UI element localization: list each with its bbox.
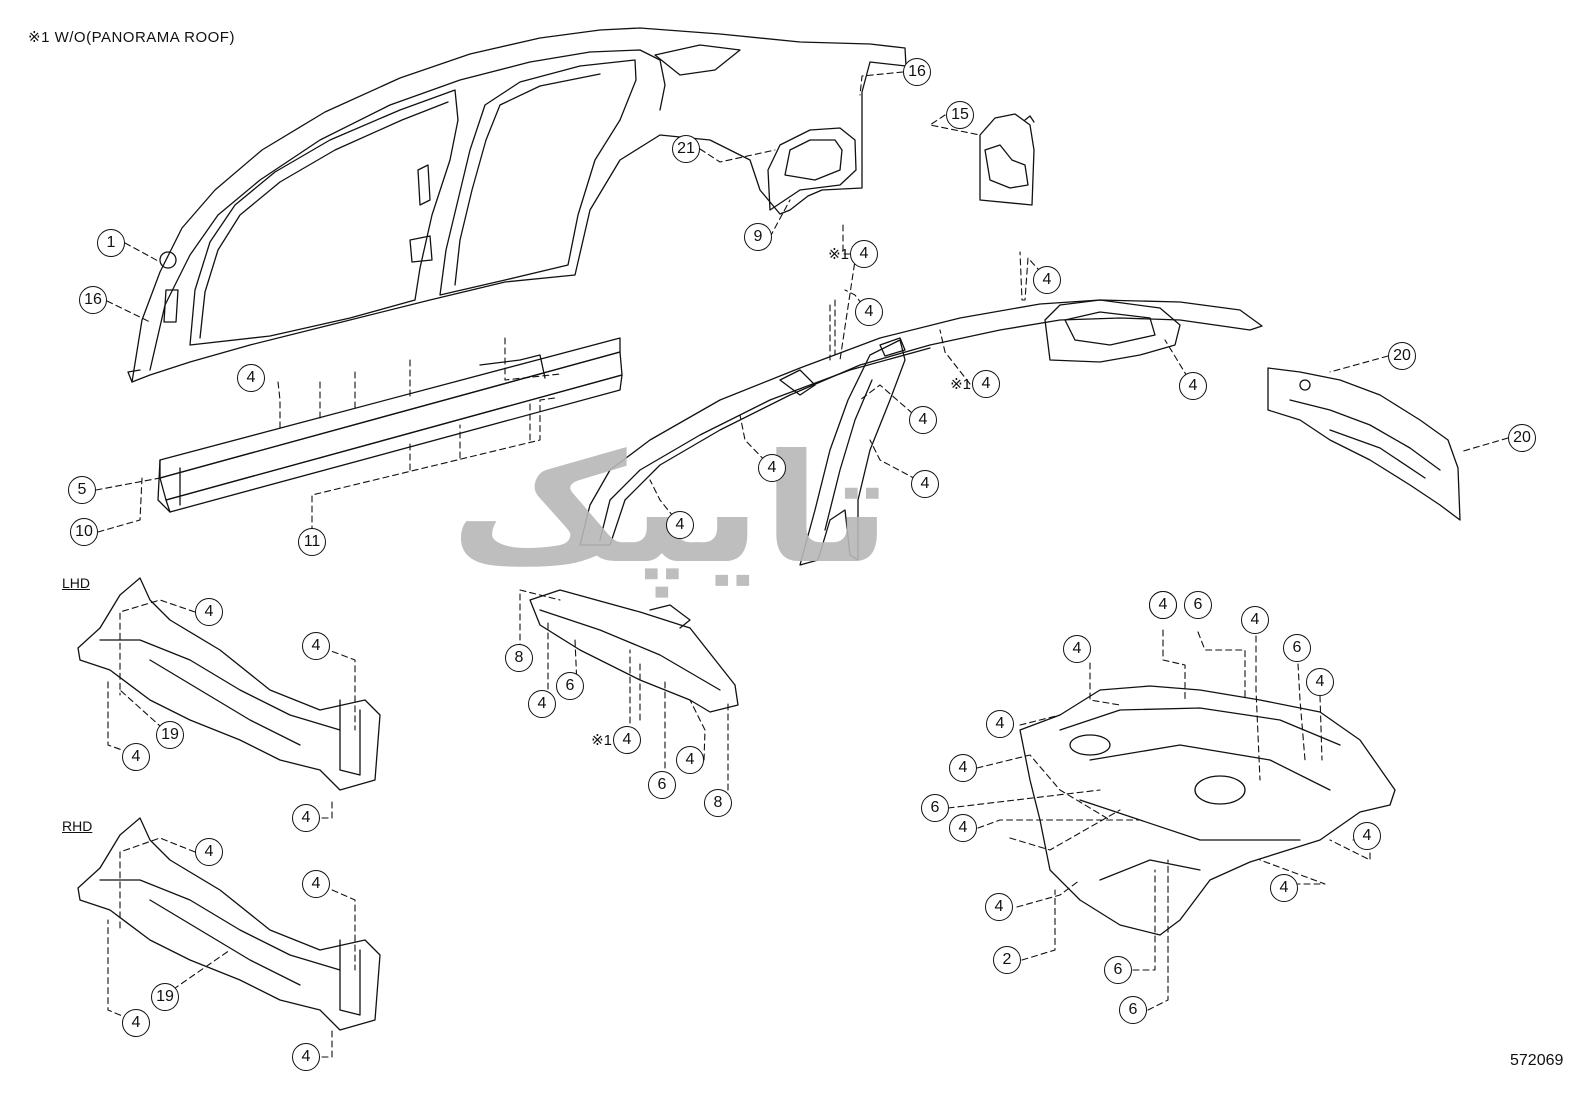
callout-part-4[interactable]: 4 xyxy=(911,470,939,498)
callout-part-4[interactable]: 4 xyxy=(195,838,223,866)
callout-part-19[interactable]: 19 xyxy=(156,721,184,749)
rear-extension-panel xyxy=(1267,367,1461,521)
callout-part-4[interactable]: 4 xyxy=(195,598,223,626)
section-label-lhd: LHD xyxy=(62,575,91,591)
callout-part-4[interactable]: 4 xyxy=(1063,635,1091,663)
callout-star-marker: ※1 xyxy=(950,376,971,393)
callout-part-6[interactable]: 6 xyxy=(556,672,584,700)
callout-part-4[interactable]: 4 xyxy=(122,743,150,771)
dash-crossmember xyxy=(529,589,739,713)
callout-part-2[interactable]: 2 xyxy=(993,946,1021,974)
callout-part-4[interactable]: 4 xyxy=(302,870,330,898)
callout-part-4[interactable]: 4 xyxy=(676,746,704,774)
callout-part-16[interactable]: 16 xyxy=(79,286,107,314)
callout-part-9[interactable]: 9 xyxy=(744,223,772,251)
wheelhouse-inner xyxy=(979,113,1035,206)
callout-part-4[interactable]: 4 xyxy=(1149,591,1177,619)
callout-part-4[interactable]: 4 xyxy=(666,511,694,539)
callout-part-4[interactable]: 4 xyxy=(1306,668,1334,696)
callout-part-4[interactable]: 4 xyxy=(613,726,641,754)
callout-star-marker: ※1 xyxy=(591,732,612,749)
callout-part-6[interactable]: 6 xyxy=(1283,634,1311,662)
callout-part-4[interactable]: 4 xyxy=(1270,874,1298,902)
callout-part-10[interactable]: 10 xyxy=(70,518,98,546)
side-panel-outer xyxy=(127,27,907,383)
callout-part-4[interactable]: 4 xyxy=(1179,372,1207,400)
callout-part-5[interactable]: 5 xyxy=(68,476,96,504)
callout-part-4[interactable]: 4 xyxy=(1353,822,1381,850)
callout-part-4[interactable]: 4 xyxy=(985,893,1013,921)
cowl-panel-lhd xyxy=(77,577,381,791)
callout-part-15[interactable]: 15 xyxy=(946,101,974,129)
callout-part-16[interactable]: 16 xyxy=(903,58,931,86)
callout-part-4[interactable]: 4 xyxy=(758,454,786,482)
floor-pan xyxy=(1019,685,1396,936)
callout-part-4[interactable]: 4 xyxy=(1033,266,1061,294)
callout-part-6[interactable]: 6 xyxy=(1104,956,1132,984)
callout-part-8[interactable]: 8 xyxy=(505,644,533,672)
callout-part-19[interactable]: 19 xyxy=(151,983,179,1011)
rocker-sill xyxy=(157,337,623,513)
callout-part-11[interactable]: 11 xyxy=(298,528,326,556)
callout-part-4[interactable]: 4 xyxy=(237,364,265,392)
callout-part-4[interactable]: 4 xyxy=(909,406,937,434)
callout-part-4[interactable]: 4 xyxy=(122,1009,150,1037)
callout-part-6[interactable]: 6 xyxy=(648,771,676,799)
roof-side-rail xyxy=(579,299,1263,566)
callout-part-6[interactable]: 6 xyxy=(1119,996,1147,1024)
leader-lines xyxy=(95,71,1509,1058)
watermark-logo: تایپک xyxy=(450,423,896,597)
callout-part-8[interactable]: 8 xyxy=(704,789,732,817)
cowl-panel-rhd xyxy=(77,817,381,1031)
callout-part-4[interactable]: 4 xyxy=(855,298,883,326)
callout-part-6[interactable]: 6 xyxy=(921,794,949,822)
callout-part-4[interactable]: 4 xyxy=(949,754,977,782)
callout-part-4[interactable]: 4 xyxy=(949,814,977,842)
section-label-rhd: RHD xyxy=(62,818,93,834)
callout-part-6[interactable]: 6 xyxy=(1184,591,1212,619)
footnote-panorama-roof: ※1 W/O(PANORAMA ROOF) xyxy=(28,29,235,46)
callout-part-4[interactable]: 4 xyxy=(302,632,330,660)
callout-part-1[interactable]: 1 xyxy=(97,229,125,257)
callout-part-4[interactable]: 4 xyxy=(972,370,1000,398)
callout-part-20[interactable]: 20 xyxy=(1388,342,1416,370)
callout-part-20[interactable]: 20 xyxy=(1508,424,1536,452)
callout-part-4[interactable]: 4 xyxy=(850,240,878,268)
callout-part-4[interactable]: 4 xyxy=(292,804,320,832)
figure-id: 572069 xyxy=(1510,1052,1564,1069)
callout-part-4[interactable]: 4 xyxy=(292,1043,320,1071)
callout-part-21[interactable]: 21 xyxy=(672,135,700,163)
callout-star-marker: ※1 xyxy=(828,246,849,263)
callout-part-4[interactable]: 4 xyxy=(1241,606,1269,634)
callout-part-4[interactable]: 4 xyxy=(528,690,556,718)
callout-part-4[interactable]: 4 xyxy=(986,710,1014,738)
